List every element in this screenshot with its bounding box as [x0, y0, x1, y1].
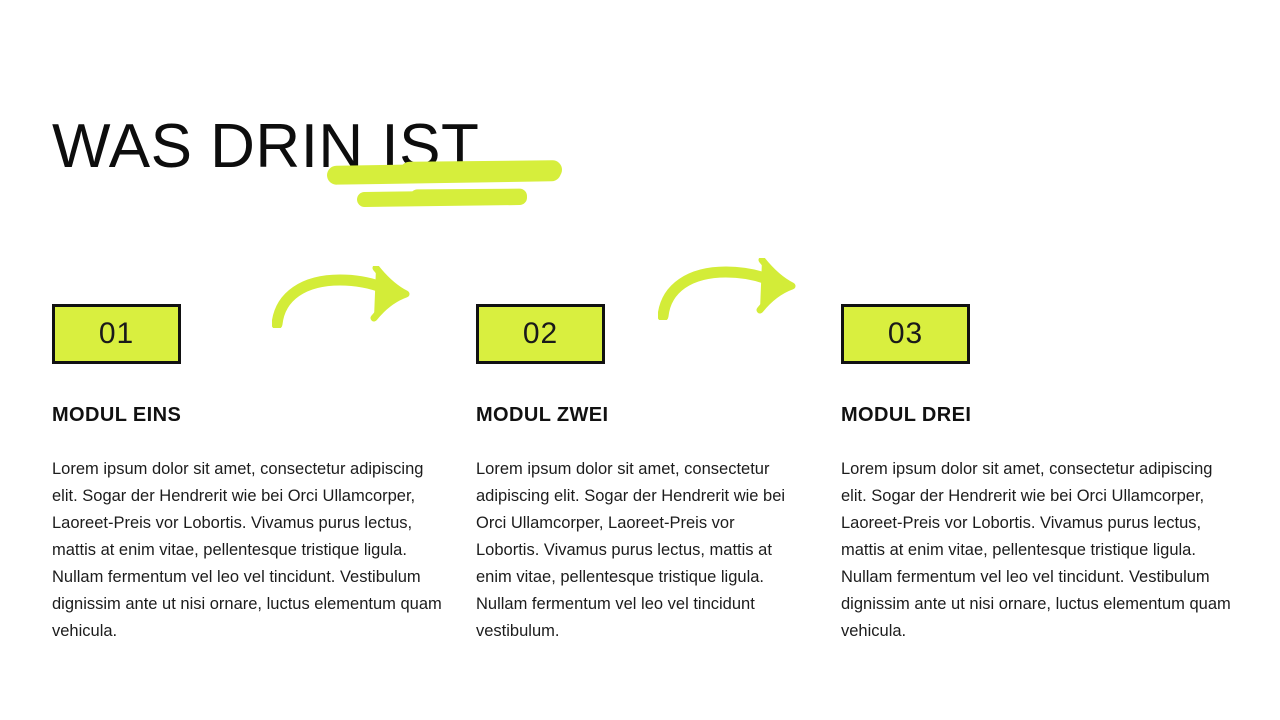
- highlighter-underline: [320, 156, 580, 216]
- module-heading-3: MODUL DREI: [841, 404, 972, 426]
- module-body-2: Lorem ipsum dolor sit amet, consectetur …: [476, 460, 786, 640]
- highlighter-stroke-top-overlap: [399, 160, 563, 181]
- module-number-label: 03: [887, 317, 924, 350]
- module-number-badge-1: 01: [52, 304, 181, 364]
- module-body-1: Lorem ipsum dolor sit amet, consectetur …: [52, 460, 442, 640]
- module-number-badge-2: 02: [476, 304, 605, 364]
- highlighter-stroke-bottom-overlap: [409, 188, 528, 205]
- module-column-1: 01 MODUL EINS Lorem ipsum dolor sit amet…: [52, 304, 452, 662]
- module-number-label: 01: [98, 317, 135, 350]
- curved-arrow-right-icon-1: [272, 266, 417, 328]
- module-heading-1: MODUL EINS: [52, 404, 182, 426]
- module-column-2: 02 MODUL ZWEI Lorem ipsum dolor sit amet…: [476, 304, 796, 662]
- curved-arrow-right-icon-2: [658, 258, 803, 320]
- module-number-label: 02: [522, 317, 559, 350]
- module-column-3: 03 MODUL DREI Lorem ipsum dolor sit amet…: [841, 304, 1241, 662]
- module-number-badge-3: 03: [841, 304, 970, 364]
- module-heading-2: MODUL ZWEI: [476, 404, 609, 426]
- module-body-3: Lorem ipsum dolor sit amet, consectetur …: [841, 460, 1231, 640]
